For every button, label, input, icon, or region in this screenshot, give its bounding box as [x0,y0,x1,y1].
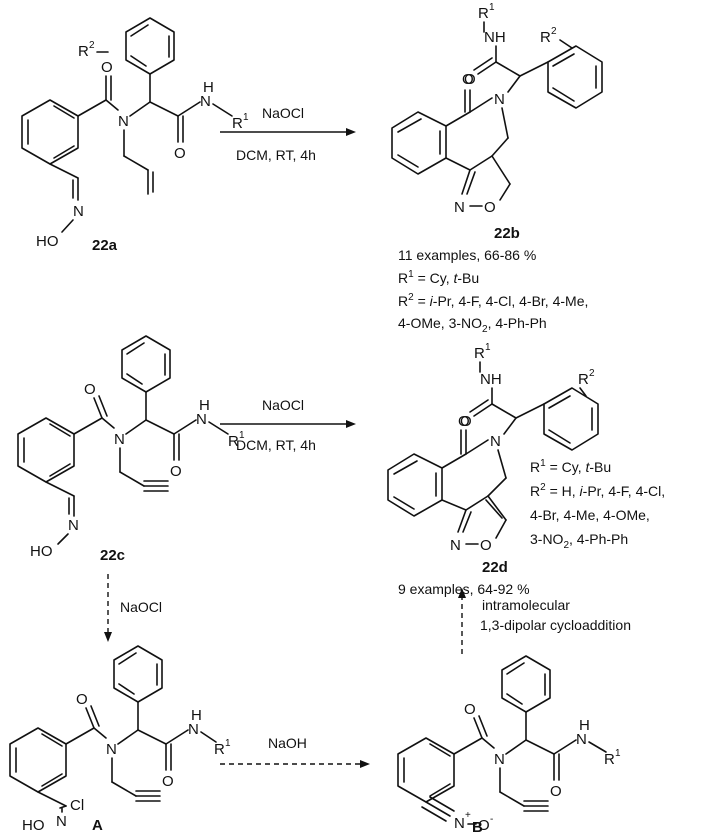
atom-n: N [454,199,465,216]
charge-plus: + [465,810,471,821]
charge-minus: - [490,814,493,825]
atom-h: H [579,717,590,734]
atom-n: N [114,431,125,448]
atom-o: O [464,701,476,718]
scope-22d: R1 = Cy, t-Bu R2 = H, i-Pr, 4-F, 4-Cl, 4… [398,458,665,597]
scope-22b: 11 examples, 66-86 % R1 = Cy, t-Bu R2 = … [398,247,588,335]
atom-nh: NH [484,29,506,46]
atom-o: O [101,59,113,76]
r2-line-1: R2 = i-Pr, 4-F, 4-Cl, 4-Br, 4-Me, [398,292,588,309]
mechanism-arrow-right: NaOH [220,735,370,768]
atom-o: O [458,413,470,430]
superscript-2: 2 [589,368,595,379]
atom-cl: Cl [70,797,84,814]
superscript-2: 2 [551,26,557,37]
atom-h: H [203,79,214,96]
step-text-2: 1,3-dipolar cycloaddition [480,617,631,633]
atom-r: R [232,115,243,132]
atom-o: O [174,145,186,162]
atom-r: R [474,345,485,362]
atom-ho: HO [22,817,45,834]
superscript-1: 1 [243,112,249,123]
compound-22b: R 1 NH O R 2 N O N [391,2,603,242]
atom-o: O [460,413,472,430]
r2-line-3: 3-NO2, 4-Ph-Ph [530,531,628,551]
label-22b: 22b [494,225,520,242]
atom-o: O [478,817,490,834]
atom-r: R [228,433,239,450]
reagent-naocl: NaOCl [262,397,304,413]
atom-o: O [462,71,474,88]
label-22d: 22d [482,559,508,576]
intermediate-a: O N O N H R 1 Cl N HO A [9,645,231,834]
superscript-1: 1 [615,748,621,759]
intermediate-b: O N O N H R 1 N + O - B [397,655,621,834]
atom-o: O [480,537,492,554]
atom-n: N [494,751,505,768]
reagent-naocl: NaOCl [262,105,304,121]
mechanism-arrow-down: NaOCl [104,574,162,642]
superscript-1: 1 [489,2,495,13]
reagent-naoh: NaOH [268,735,307,751]
atom-n: N [490,433,501,450]
compound-22c: O N O N H R 1 N HO 22c [17,335,245,564]
atom-o: O [84,381,96,398]
atom-nh: NH [480,371,502,388]
r1-line: R1 = Cy, t-Bu [530,458,611,475]
atom-n: N [73,203,84,220]
label-22a: 22a [92,237,118,254]
atom-n: N [454,815,465,832]
atom-r: R [214,741,225,758]
label-b: B [472,819,483,834]
superscript-2: 2 [89,40,95,51]
atom-r: R [78,43,89,60]
compound-22a: O N R 2 O N H R 1 N HO 22a [21,17,249,254]
atom-o: O [484,199,496,216]
atom-r: R [578,371,589,388]
label-22c: 22c [100,547,125,564]
atom-n: N [68,517,79,534]
atom-o: O [170,463,182,480]
atom-o: O [464,71,476,88]
atom-r: R [540,29,551,46]
atom-n: N [450,537,461,554]
atom-r: R [478,5,489,22]
atom-n: N [576,731,587,748]
atom-ho: HO [36,233,59,250]
atom-n: N [118,113,129,130]
conditions-text: DCM, RT, 4h [236,147,316,163]
atom-n: N [196,411,207,428]
reaction-arrow-1: NaOCl DCM, RT, 4h [220,105,356,163]
step-text-1: intramolecular [482,597,570,613]
reagent-naocl: NaOCl [120,599,162,615]
scope-line-1: 11 examples, 66-86 % [398,247,536,263]
atom-n: N [188,721,199,738]
scope-line: 9 examples, 64-92 % [398,581,530,597]
atom-n: N [494,91,505,108]
superscript-1: 1 [485,342,491,353]
superscript-1: 1 [239,430,245,441]
superscript-1: 1 [225,738,231,749]
atom-ho: HO [30,543,53,560]
atom-n: N [56,813,67,830]
atom-n: N [200,93,211,110]
atom-r: R [604,751,615,768]
r2-line-2: 4-Br, 4-Me, 4-OMe, [530,507,650,523]
conditions-text: DCM, RT, 4h [236,437,316,453]
r2-line-1: R2 = H, i-Pr, 4-F, 4-Cl, [530,482,665,499]
atom-o: O [162,773,174,790]
atom-h: H [191,707,202,724]
reaction-arrow-2: NaOCl DCM, RT, 4h [220,397,356,453]
r2-line-2: 4-OMe, 3-NO2, 4-Ph-Ph [398,315,547,335]
atom-n: N [106,741,117,758]
atom-o: O [76,691,88,708]
label-a: A [92,817,103,834]
atom-o: O [550,783,562,800]
atom-h: H [199,397,210,414]
r1-line: R1 = Cy, t-Bu [398,269,479,286]
compound-22d: R 1 NH O R 2 N O N O [387,342,599,576]
mechanism-arrow-up: intramolecular 1,3-dipolar cycloaddition [458,588,631,654]
